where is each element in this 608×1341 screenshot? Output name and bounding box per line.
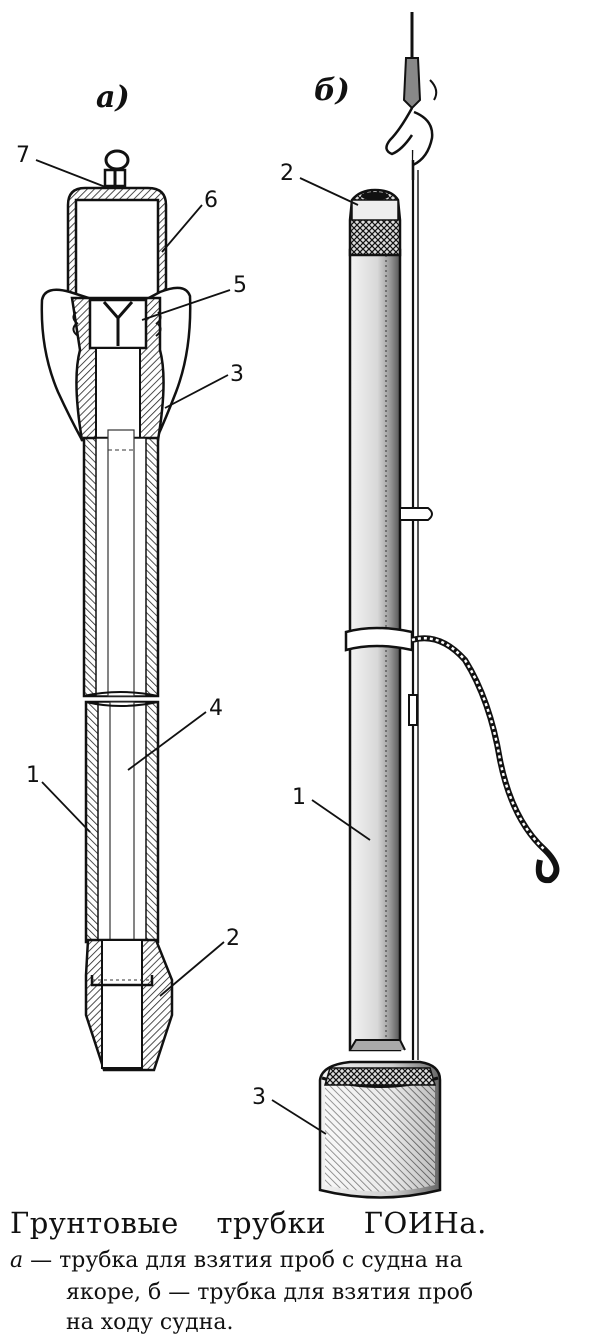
tube-b-drawing (318, 12, 560, 1199)
label-b-1: 1 (292, 785, 306, 810)
label-a-1: 1 (26, 763, 40, 788)
label-a-2: 2 (226, 926, 240, 951)
caption-line-2: якоре, б — трубка для взятия проб (66, 1280, 474, 1305)
hook-top (385, 12, 438, 180)
panel-label-a: а) (96, 80, 130, 115)
label-a-6: 6 (204, 188, 218, 213)
label-a-5: 5 (233, 273, 247, 298)
caption-line-3: на ходу судна. (66, 1310, 234, 1335)
caption-letter-a: а (10, 1248, 24, 1273)
label-b-3: 3 (252, 1085, 266, 1110)
panel-label-b: б) (314, 73, 350, 108)
cap-6 (66, 186, 168, 302)
label-a-3: 3 (230, 362, 244, 387)
rope (411, 635, 560, 884)
label-b-2: 2 (280, 161, 294, 186)
pipe-1 (348, 248, 402, 1052)
leaders-a (35, 159, 231, 997)
tube-a-drawing (40, 149, 192, 1072)
caption-line-1: а — трубка для взятия проб с судна на (10, 1248, 463, 1273)
leaders-b (271, 177, 371, 1135)
caption-line-1-text: — трубка для взятия проб с судна на (23, 1248, 463, 1273)
caption-title: Грунтовые трубки ГОИНа. (10, 1206, 487, 1240)
label-a-7: 7 (16, 143, 30, 168)
label-a-4: 4 (209, 696, 223, 721)
